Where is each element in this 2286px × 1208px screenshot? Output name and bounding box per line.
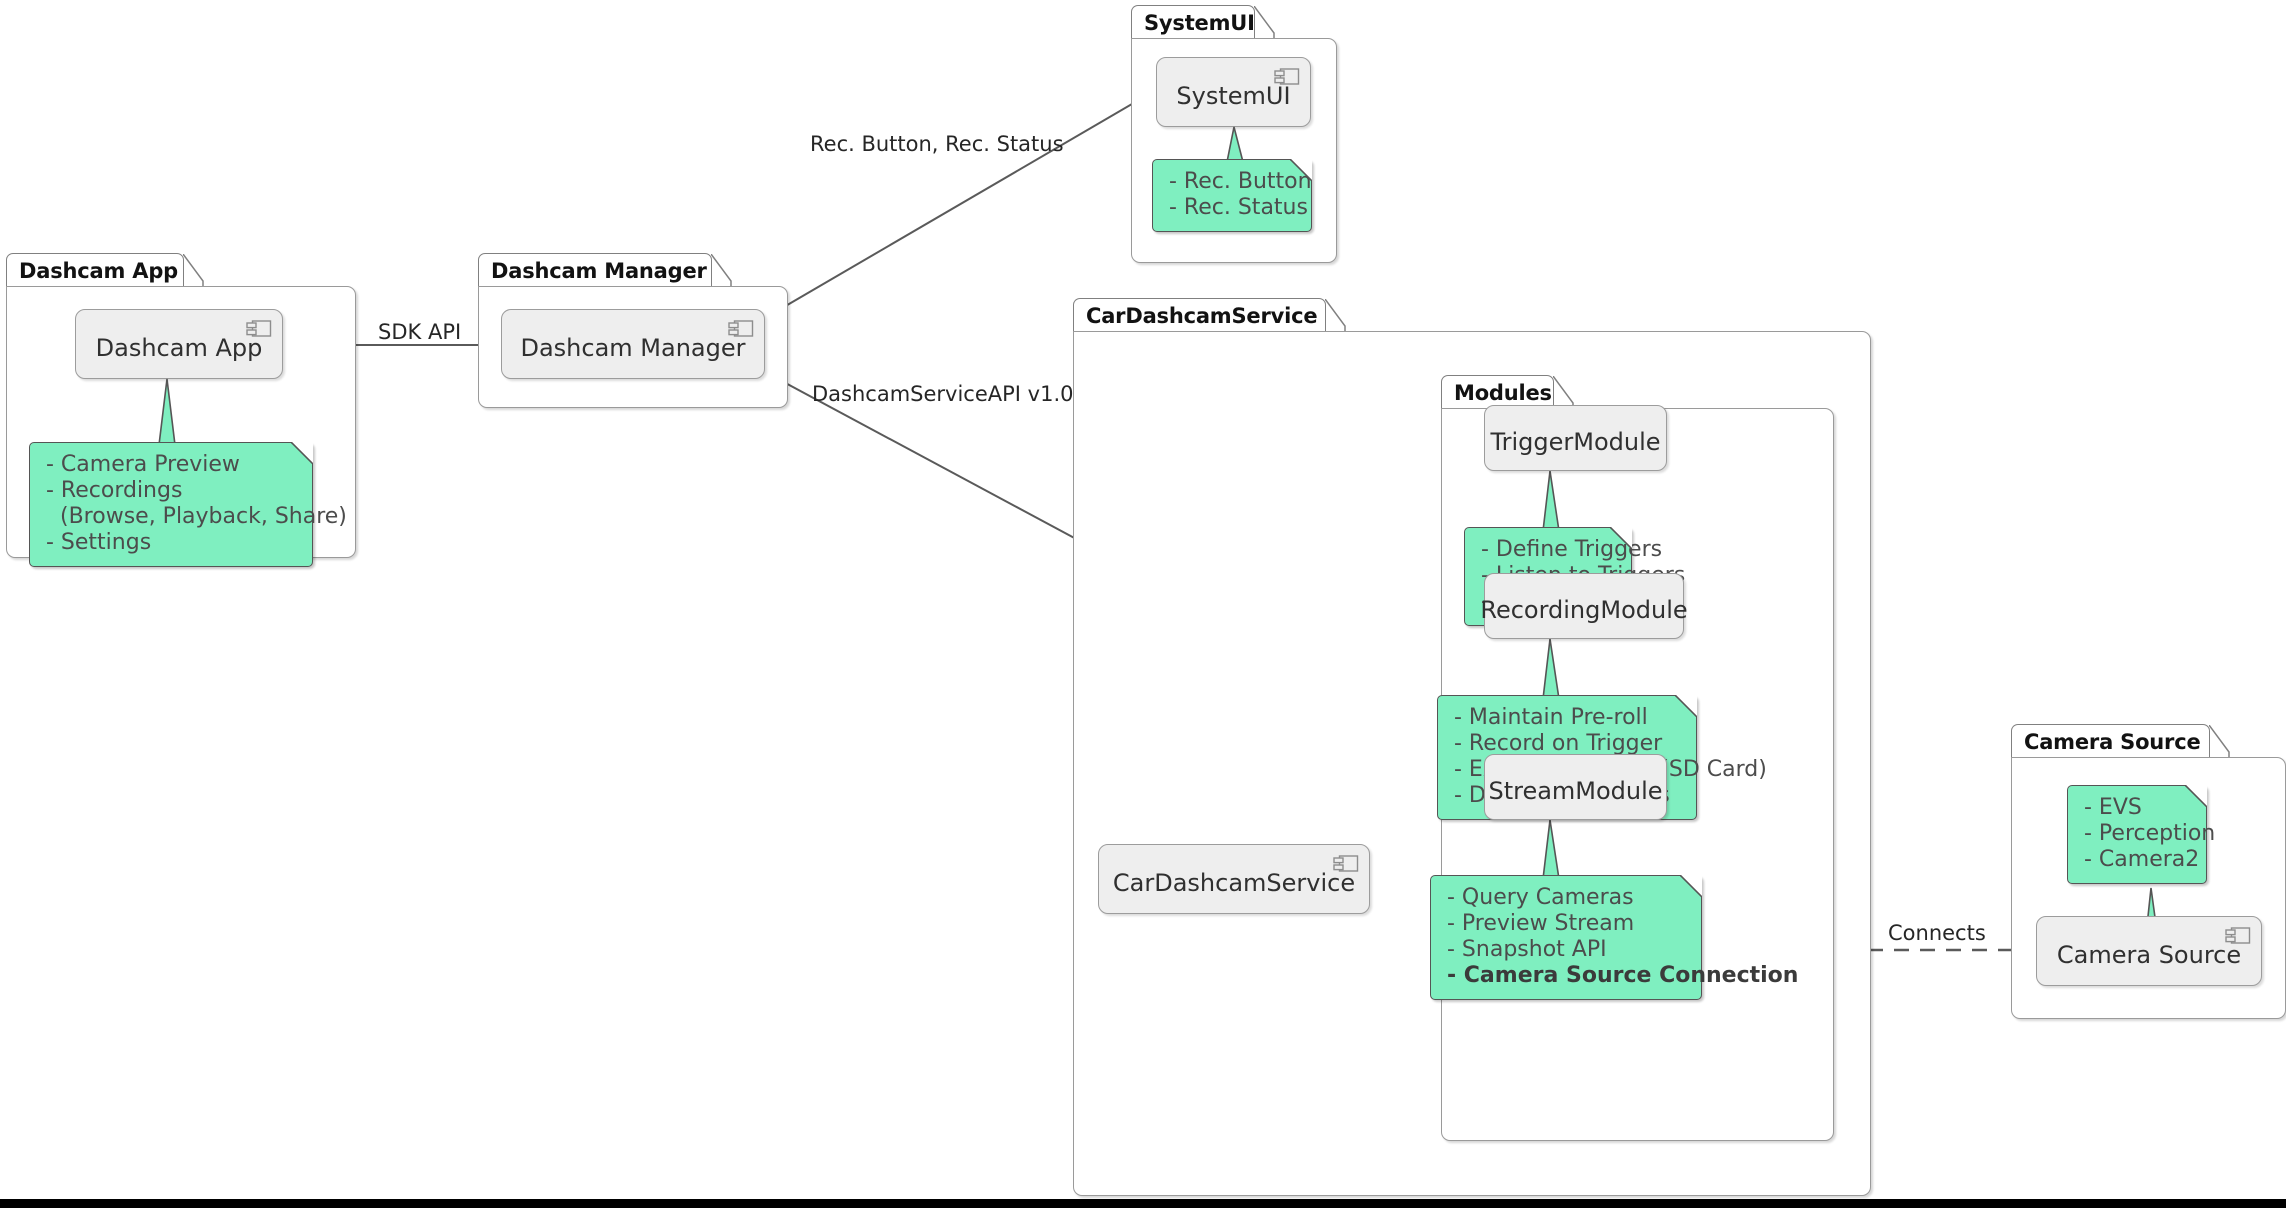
note-camera-source: - EVS - Perception - Camera2 [2067, 784, 2216, 884]
note-fold-icon [290, 441, 314, 465]
component-dashcam-manager[interactable]: Dashcam Manager [501, 309, 765, 379]
component-system-ui-label: SystemUI [1176, 81, 1291, 110]
component-dashcam-manager-label: Dashcam Manager [520, 333, 746, 362]
package-dashcam-app-body: Dashcam App - Camera Preview - Recording… [6, 286, 356, 567]
folder-fold-icon [711, 254, 732, 288]
note-line: - EVS [2084, 795, 2142, 820]
component-icon [246, 319, 272, 339]
package-car-dashcam-service-tab: CarDashcamService [1073, 298, 1346, 333]
component-dashcam-app[interactable]: Dashcam App [75, 309, 283, 379]
note-line: (Browse, Playback, Share) [60, 504, 347, 529]
package-dashcam-manager-title: Dashcam Manager [491, 258, 707, 283]
module-note-anchors [1542, 470, 1560, 880]
note-fold-icon [2184, 784, 2208, 808]
component-dashcam-app-label: Dashcam App [95, 333, 263, 362]
package-system-ui-body: SystemUI - Rec. Button - Rec. Status [1131, 38, 1337, 263]
package-modules: Modules TriggerModule [1430, 375, 1834, 1141]
component-camera-source-label: Camera Source [2056, 940, 2242, 969]
note-line: - Recordings [46, 478, 183, 503]
note-line: - Camera2 [2084, 847, 2200, 872]
note-stream-module: - Query Cameras - Preview Stream - Snaps… [1430, 874, 1799, 1000]
note-line: - Camera Preview [46, 452, 240, 477]
folder-fold-icon [1254, 6, 1275, 40]
folder-fold-icon [2209, 725, 2230, 759]
note-line: - Rec. Status [1169, 195, 1308, 220]
module-recording-module[interactable]: RecordingModule [1480, 573, 1688, 639]
package-camera-source-body: - EVS - Perception - Camera2 Camera Sour… [2011, 757, 2286, 1019]
package-modules-title: Modules [1454, 380, 1552, 405]
package-dashcam-app: Dashcam App Dashcam App [6, 253, 356, 567]
package-modules-tab: Modules [1441, 375, 1574, 410]
component-icon [2225, 926, 2251, 946]
package-dashcam-manager: Dashcam Manager Dashcam Manager [478, 253, 788, 408]
component-icon [1274, 67, 1300, 87]
package-dashcam-app-title: Dashcam App [19, 258, 178, 283]
component-icon [728, 319, 754, 339]
folder-fold-icon [1325, 299, 1346, 333]
package-car-dashcam-service-body: CarDashcamService Modules [1073, 331, 1871, 1196]
package-dashcam-manager-tab: Dashcam Manager [478, 253, 732, 288]
note-line: - Define Triggers [1481, 537, 1663, 562]
package-camera-source-title: Camera Source [2024, 729, 2201, 754]
edge-label-rec-button-status: Rec. Button, Rec. Status [810, 132, 1064, 156]
note-line: - Camera Source Connection [1447, 963, 1799, 988]
package-car-dashcam-service: CarDashcamService CarDashcamService [1073, 298, 1871, 1196]
note-dashcam-app: - Camera Preview - Recordings (Browse, P… [29, 441, 347, 567]
note-line: - Settings [46, 530, 152, 555]
note-fold-icon [1674, 694, 1698, 718]
edge-label-dashcam-service-api: DashcamServiceAPI v1.0 [812, 382, 1074, 406]
package-system-ui-tab: SystemUI [1131, 5, 1275, 40]
note-line: - Snapshot API [1447, 937, 1607, 962]
note-line: - Preview Stream [1447, 911, 1635, 936]
note-system-ui: - Rec. Button - Rec. Status [1152, 158, 1313, 232]
component-system-ui[interactable]: SystemUI [1156, 57, 1311, 127]
note-fold-icon [1609, 526, 1633, 550]
component-car-dashcam-service-label: CarDashcamService [1112, 868, 1356, 897]
module-stream-module-label: StreamModule [1488, 776, 1663, 805]
package-dashcam-app-tab: Dashcam App [6, 253, 204, 288]
edge-rec-button-status [764, 96, 1145, 319]
component-car-dashcam-service[interactable]: CarDashcamService [1098, 844, 1370, 914]
package-car-dashcam-service-title: CarDashcamService [1086, 303, 1318, 328]
note-line: - Record on Trigger [1454, 731, 1663, 756]
note-fold-icon [1289, 158, 1313, 182]
folder-fold-icon [183, 254, 204, 288]
package-modules-body: TriggerModule - Define Triggers - Listen… [1430, 405, 1834, 1141]
package-system-ui-title: SystemUI [1144, 10, 1255, 35]
module-stream-module[interactable]: StreamModule [1484, 754, 1667, 820]
edge-label-sdk-api: SDK API [378, 320, 462, 344]
note-line: - Maintain Pre-roll [1454, 705, 1648, 730]
note-line: - Query Cameras [1447, 885, 1634, 910]
module-trigger-module[interactable]: TriggerModule [1484, 405, 1667, 471]
package-system-ui: SystemUI SystemUI [1131, 5, 1337, 263]
package-camera-source: Camera Source - EVS - Perception - Camer… [2011, 724, 2286, 1019]
note-fold-icon [1679, 874, 1703, 898]
bottom-border-bar [0, 1199, 2286, 1208]
note-line: - Perception [2084, 821, 2216, 846]
component-icon [1333, 854, 1359, 874]
component-camera-source[interactable]: Camera Source [2036, 916, 2262, 986]
note-line: - Rec. Button [1169, 169, 1312, 194]
module-trigger-module-label: TriggerModule [1490, 427, 1661, 456]
package-dashcam-manager-body: Dashcam Manager [478, 286, 788, 408]
package-camera-source-tab: Camera Source [2011, 724, 2230, 759]
edge-label-connects: Connects [1888, 921, 1986, 945]
module-recording-module-label: RecordingModule [1480, 595, 1688, 624]
